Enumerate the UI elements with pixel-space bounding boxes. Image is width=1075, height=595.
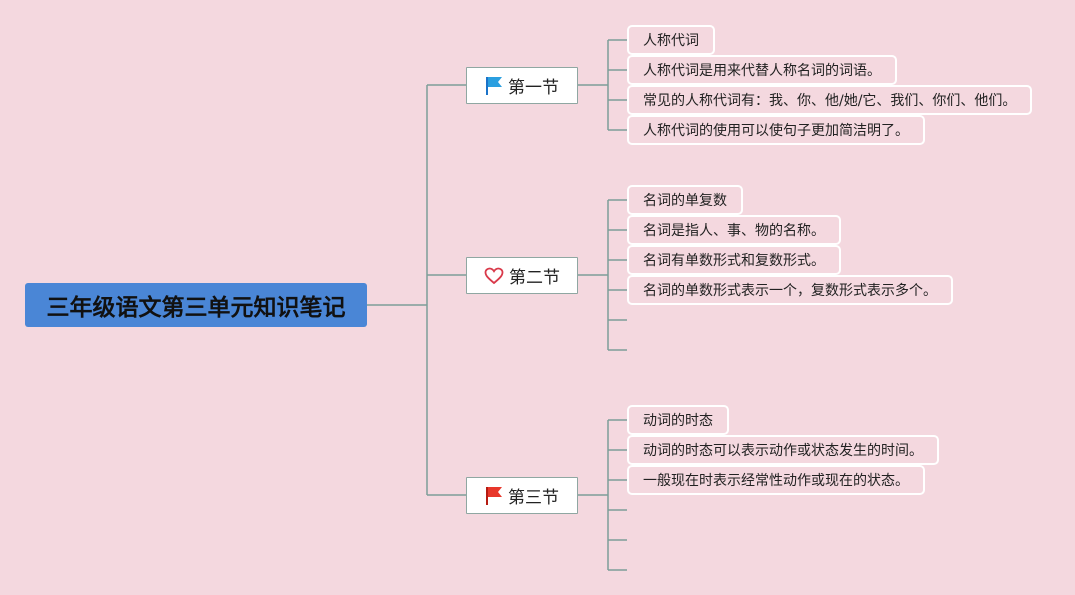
- section-2-label: 第二节: [509, 268, 560, 288]
- section-2-item-1[interactable]: 名词的单复数: [627, 185, 743, 215]
- section-1-item-4[interactable]: 人称代词的使用可以使句子更加简洁明了。: [627, 115, 925, 145]
- root-topic[interactable]: 三年级语文第三单元知识笔记: [25, 283, 367, 327]
- section-1-item-3[interactable]: 常见的人称代词有：我、你、他/她/它、我们、你们、他们。: [627, 85, 1033, 115]
- section-3-item-2[interactable]: 动词的时态可以表示动作或状态发生的时间。: [627, 435, 939, 465]
- section-3-item-3[interactable]: 一般现在时表示经常性动作或现在的状态。: [627, 465, 925, 495]
- section-2-item-3[interactable]: 名词有单数形式和复数形式。: [627, 245, 841, 275]
- red-flag-icon: [485, 486, 503, 506]
- section-2-node[interactable]: 第二节: [466, 257, 578, 294]
- section-1-item-1[interactable]: 人称代词: [627, 25, 715, 55]
- section-1-item-2[interactable]: 人称代词是用来代替人称名词的词语。: [627, 55, 897, 85]
- heart-icon: [484, 267, 504, 285]
- root-title: 三年级语文第三单元知识笔记: [46, 295, 346, 321]
- section-3-item-1[interactable]: 动词的时态: [627, 405, 729, 435]
- section-1-label: 第一节: [508, 78, 559, 98]
- section-3-label: 第三节: [508, 488, 559, 508]
- section-1-node[interactable]: 第一节: [466, 67, 578, 104]
- section-3-node[interactable]: 第三节: [466, 477, 578, 514]
- section-2-item-2[interactable]: 名词是指人、事、物的名称。: [627, 215, 841, 245]
- section-2-item-4[interactable]: 名词的单数形式表示一个，复数形式表示多个。: [627, 275, 953, 305]
- blue-flag-icon: [485, 76, 503, 96]
